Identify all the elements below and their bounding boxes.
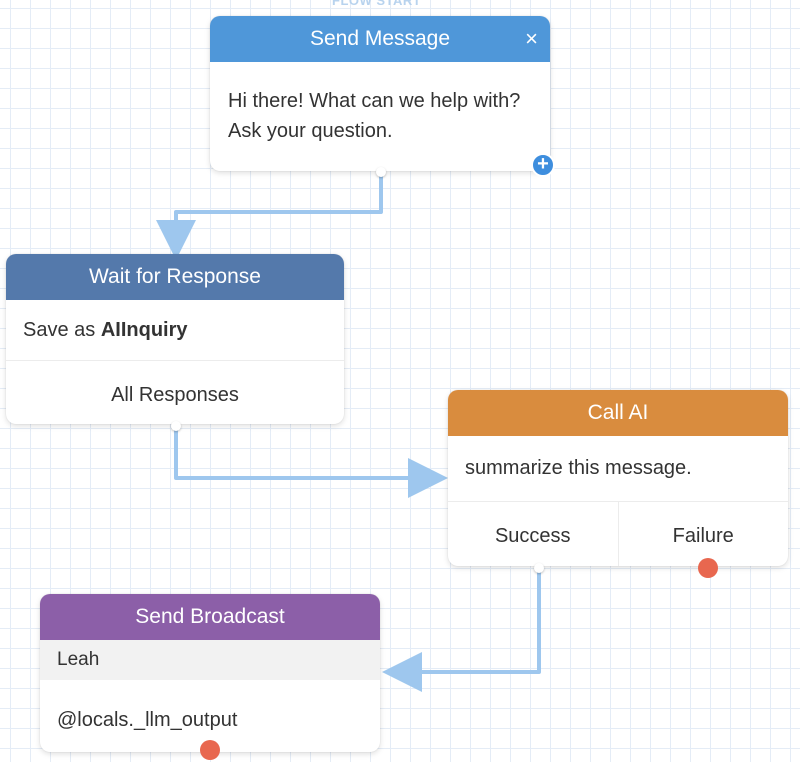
close-icon[interactable]: × — [525, 26, 538, 51]
call-ai-header[interactable]: Call AI — [448, 390, 788, 436]
send-message-node[interactable]: Send Message × Hi there! What can we hel… — [210, 16, 550, 171]
connector-wait-to-call — [174, 427, 448, 498]
send-message-header[interactable]: Send Message × — [210, 16, 550, 62]
send-broadcast-node[interactable]: Send Broadcast Leah @locals._llm_output — [40, 594, 380, 752]
call-ai-title: Call AI — [587, 401, 649, 424]
wait-title: Wait for Response — [89, 265, 261, 288]
connector-call-to-broadcast — [382, 568, 541, 692]
wait-for-response-node[interactable]: Wait for Response Save as AIInquiry All … — [6, 254, 344, 424]
broadcast-header[interactable]: Send Broadcast — [40, 594, 380, 640]
broadcast-recipient: Leah — [40, 640, 380, 680]
call-ai-node[interactable]: Call AI summarize this message. Success … — [448, 390, 788, 566]
all-responses-exit[interactable]: All Responses — [111, 384, 239, 406]
wait-exit-handle[interactable] — [171, 421, 181, 431]
broadcast-message: @locals._llm_output — [57, 709, 238, 731]
add-icon[interactable]: + — [531, 153, 555, 177]
flow-start-label: FLOW START — [332, 0, 422, 8]
call-ai-exits: Success Failure — [448, 502, 788, 566]
save-as-row: Save as AIInquiry — [6, 300, 344, 361]
failure-exit-dot[interactable] — [698, 558, 718, 578]
save-as-label: Save as — [23, 319, 96, 341]
broadcast-exit-dot[interactable] — [200, 740, 220, 760]
save-variable-name: AIInquiry — [100, 319, 188, 341]
failure-exit[interactable]: Failure — [617, 502, 789, 566]
wait-header[interactable]: Wait for Response — [6, 254, 344, 300]
send-message-text: Hi there! What can we help with? Ask you… — [228, 90, 521, 142]
send-message-exit-handle[interactable] — [376, 167, 386, 177]
send-message-title: Send Message — [309, 27, 451, 50]
broadcast-title: Send Broadcast — [135, 605, 285, 628]
call-ai-prompt: summarize this message. — [448, 436, 788, 502]
success-exit[interactable]: Success — [494, 525, 571, 547]
success-exit-handle[interactable] — [534, 563, 544, 573]
connector-send-to-wait — [156, 172, 383, 260]
